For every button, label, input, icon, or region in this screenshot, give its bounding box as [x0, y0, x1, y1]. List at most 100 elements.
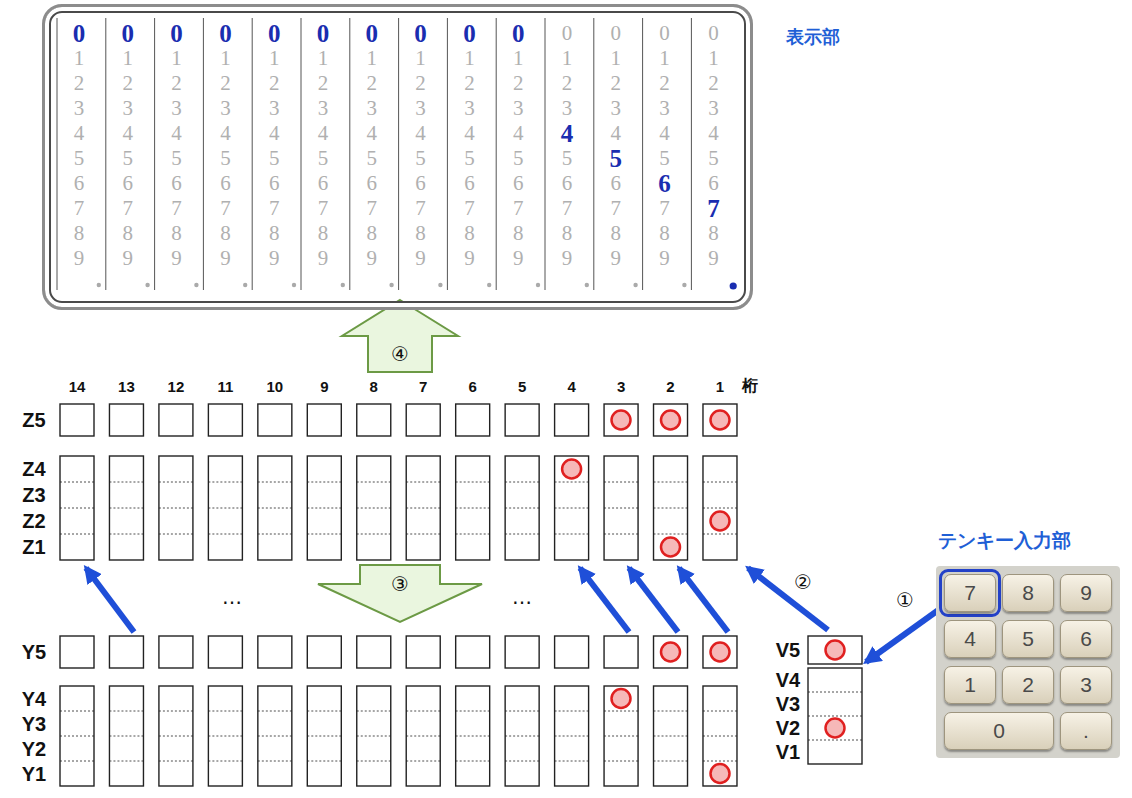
display-digit: 6 [415, 173, 426, 194]
display-digit: 3 [123, 98, 134, 119]
register-name: Z5 [22, 410, 45, 430]
display-digit: 5 [123, 148, 134, 169]
display-digit: 6 [269, 173, 280, 194]
display-digit: 4 [367, 123, 378, 144]
key-label: 9 [1080, 581, 1092, 605]
display-digit: 7 [318, 198, 329, 219]
display-digit: 9 [220, 248, 231, 269]
display-digit-lit: 0 [366, 21, 379, 46]
key-label: 3 [1080, 673, 1092, 697]
display-digit: 7 [220, 198, 231, 219]
display-digit: 8 [171, 223, 182, 244]
column-number: 5 [518, 379, 526, 394]
register-name: V5 [776, 640, 800, 660]
display-digit: 4 [513, 123, 524, 144]
display-digit: 2 [220, 73, 231, 94]
register-name: Z4 [22, 459, 45, 479]
display-digit: 1 [708, 48, 719, 69]
display-digit: 7 [171, 198, 182, 219]
register-cell [208, 404, 242, 560]
display-digit: 3 [659, 98, 670, 119]
register-cell [159, 636, 193, 786]
display-digit-lit: 0 [268, 21, 281, 46]
key-button: 6 [1060, 620, 1112, 658]
display-digit-lit: 0 [512, 21, 525, 46]
display-digit: 4 [611, 123, 622, 144]
part-name: 表示部 [786, 25, 840, 49]
column-number: 6 [469, 379, 477, 394]
display-digit: 2 [611, 73, 622, 94]
display-digit: 1 [513, 48, 524, 69]
display-digit: 5 [171, 148, 182, 169]
display-digit: 0 [708, 23, 719, 44]
display-digit: 1 [123, 48, 134, 69]
column-number: 8 [370, 379, 378, 394]
display-digit: 0 [611, 23, 622, 44]
display-digit: 4 [123, 123, 134, 144]
bit-marks [562, 411, 729, 784]
display-digit: 7 [269, 198, 280, 219]
display-digit: 7 [123, 198, 134, 219]
key-label: 5 [1022, 627, 1034, 651]
register-cell [357, 636, 391, 786]
display-digit: 2 [513, 73, 524, 94]
register-name: Y3 [22, 714, 46, 734]
display-digit: 5 [415, 148, 426, 169]
display-digit: 6 [464, 173, 475, 194]
display-digit: 6 [513, 173, 524, 194]
display-digit: 4 [708, 123, 719, 144]
display-digit: 6 [171, 173, 182, 194]
display-digit: 1 [415, 48, 426, 69]
display-digit: 3 [708, 98, 719, 119]
register-cell [406, 404, 440, 560]
display-digit: 4 [269, 123, 280, 144]
register-cell [60, 636, 94, 786]
register-name: Z2 [22, 511, 45, 531]
register-name: Z3 [22, 485, 45, 505]
key-button: 4 [944, 620, 996, 658]
display-digit: 3 [220, 98, 231, 119]
display-digit: 7 [659, 198, 670, 219]
display-digit-lit: 0 [73, 21, 86, 46]
display-digit: 9 [367, 248, 378, 269]
display-digit: 9 [269, 248, 280, 269]
register-cell [703, 404, 737, 560]
display-digit: 8 [415, 223, 426, 244]
display-digit: 4 [464, 123, 475, 144]
display-digit: 8 [269, 223, 280, 244]
register-cell [208, 636, 242, 786]
display-digit: 8 [611, 223, 622, 244]
display-digit: 5 [513, 148, 524, 169]
display-digit: 2 [464, 73, 475, 94]
register-name: Y5 [22, 642, 46, 662]
display-digit: 3 [171, 98, 182, 119]
register-cell [505, 636, 539, 786]
step-number: ② [794, 572, 812, 592]
register-cell [654, 636, 688, 786]
digit-unit: 桁 [742, 378, 758, 394]
register-cell [159, 404, 193, 560]
display-digit: 6 [367, 173, 378, 194]
display-digit-lit: 0 [219, 21, 232, 46]
display-digit: 8 [367, 223, 378, 244]
display-digit: 9 [464, 248, 475, 269]
decimal-points [97, 282, 737, 289]
register-name: V1 [776, 742, 800, 762]
column-number: 2 [666, 379, 674, 394]
display-digit: 6 [562, 173, 573, 194]
display-digit: 4 [220, 123, 231, 144]
display-digit: 2 [562, 73, 573, 94]
display-digit: 2 [659, 73, 670, 94]
register-cell [109, 636, 143, 786]
display-digit-lit: 0 [170, 21, 183, 46]
column-number: 14 [69, 379, 86, 394]
display-digit: 2 [318, 73, 329, 94]
key-button: 7 [944, 574, 996, 612]
register-cell [307, 636, 341, 786]
display-digit: 2 [708, 73, 719, 94]
register-cell [357, 404, 391, 560]
display-digit: 8 [562, 223, 573, 244]
display-digit: 9 [123, 248, 134, 269]
column-number: 4 [567, 379, 575, 394]
display-column-lines [57, 18, 691, 290]
